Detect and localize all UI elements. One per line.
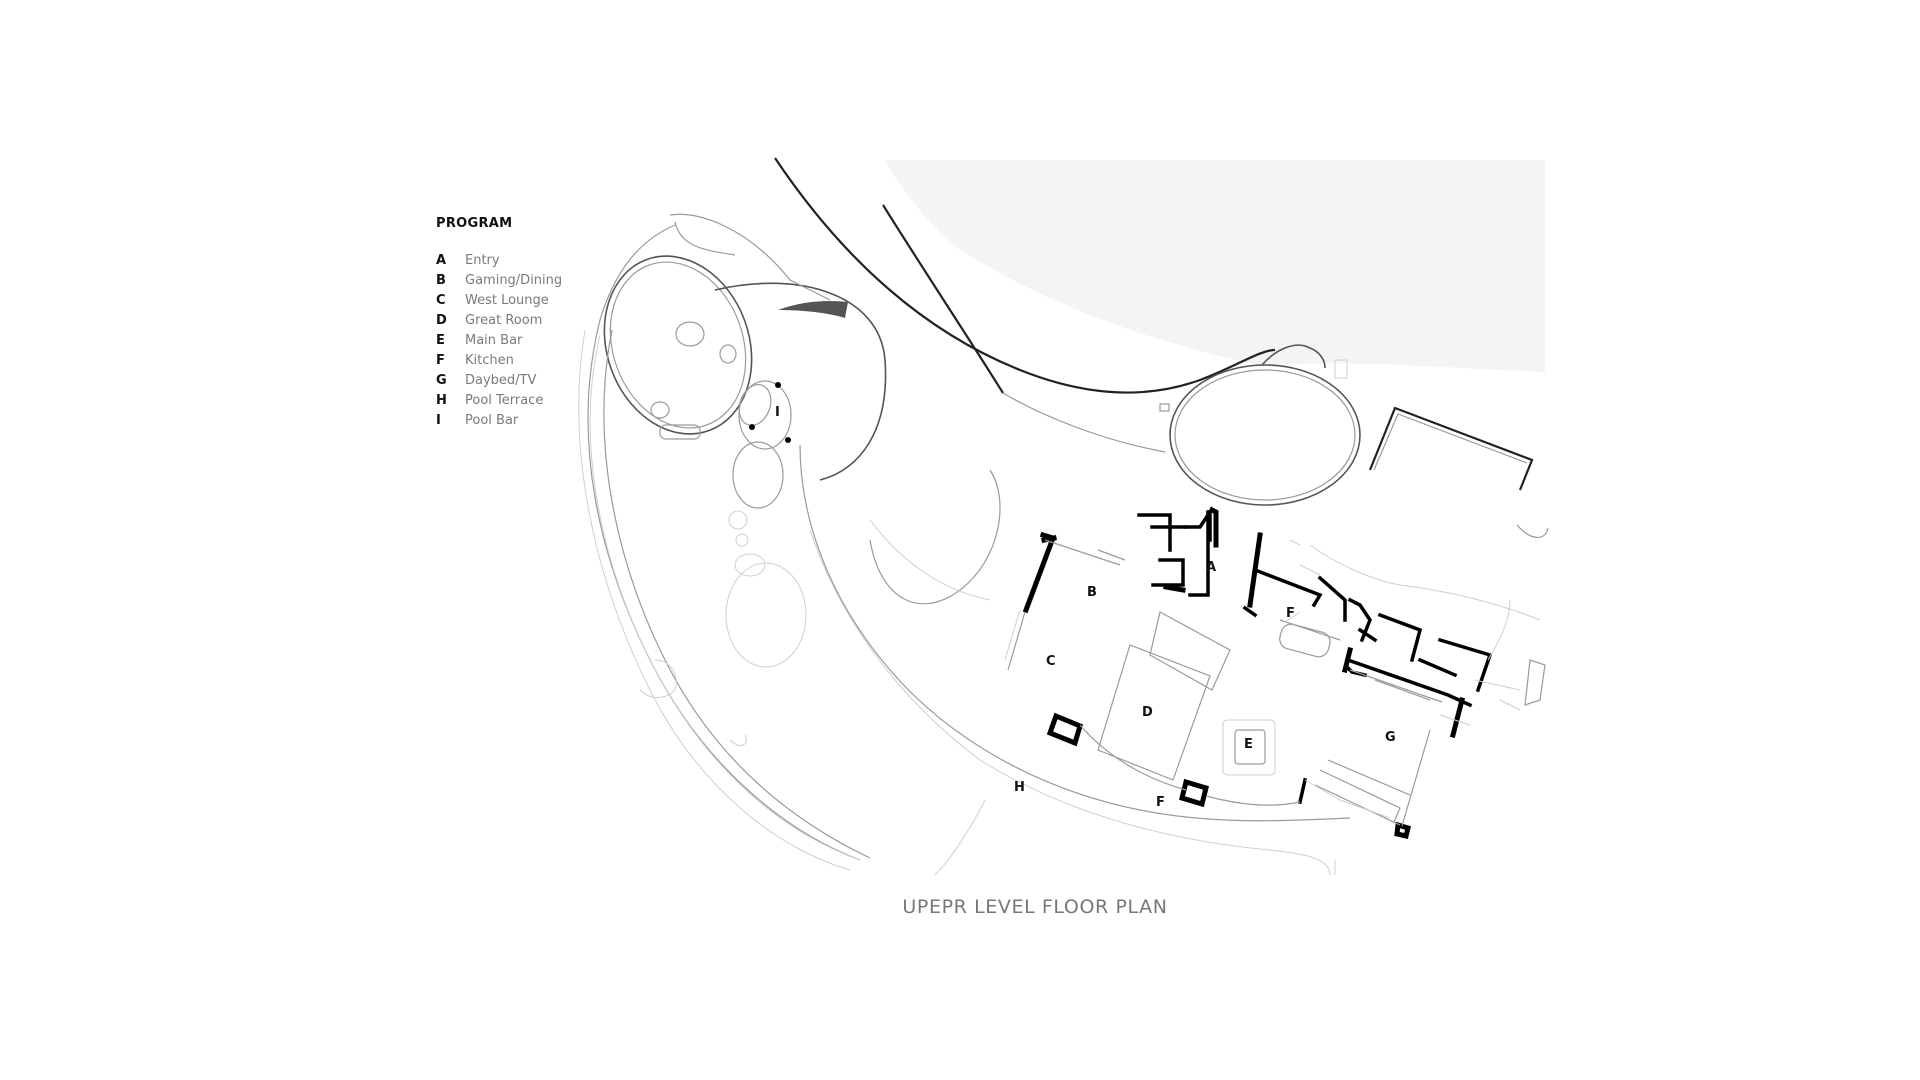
legend-title: PROGRAM bbox=[436, 216, 513, 231]
legend-letter: B bbox=[436, 272, 446, 288]
hatched-area bbox=[885, 160, 1545, 372]
legend-label: West Lounge bbox=[465, 292, 549, 308]
legend-letter: D bbox=[436, 312, 447, 328]
legend-label: Daybed/TV bbox=[465, 372, 537, 388]
legend-label: Gaming/Dining bbox=[465, 272, 563, 288]
legend-letter: G bbox=[436, 372, 447, 388]
legend-letter: E bbox=[436, 332, 445, 348]
legend-label: Main Bar bbox=[465, 332, 523, 348]
room-label-pool-bar: I bbox=[775, 405, 780, 420]
room-label-gaming-dining: B bbox=[1087, 585, 1097, 600]
legend-item-entry: A Entry bbox=[436, 250, 636, 270]
legend-label: Pool Bar bbox=[465, 412, 519, 428]
room-label-great-room: D bbox=[1142, 705, 1153, 720]
room-label-pool-terrace: H bbox=[1014, 780, 1025, 795]
legend-item-pool-bar: I Pool Bar bbox=[436, 410, 636, 430]
legend-label: Kitchen bbox=[465, 352, 514, 368]
legend-letter: F bbox=[436, 352, 445, 368]
room-label-main-bar: E bbox=[1244, 737, 1253, 752]
legend-label: Great Room bbox=[465, 312, 543, 328]
legend-item-main-bar: E Main Bar bbox=[436, 330, 636, 350]
plan-title: UPEPR LEVEL FLOOR PLAN bbox=[902, 896, 1168, 918]
legend-label: Entry bbox=[465, 252, 500, 268]
interior-lines bbox=[1004, 539, 1546, 827]
program-legend: PROGRAM A Entry B Gaming/Dining C West L… bbox=[436, 216, 636, 430]
legend-letter: A bbox=[436, 252, 447, 268]
room-label-kitchen-lower: F bbox=[1156, 795, 1165, 810]
room-label-kitchen-upper: F bbox=[1286, 606, 1295, 621]
pool-edge bbox=[589, 334, 861, 861]
room-labels: A B C D E F F G H I bbox=[775, 405, 1396, 810]
legend-item-daybed-tv: G Daybed/TV bbox=[436, 370, 636, 390]
room-label-west-lounge: C bbox=[1046, 654, 1056, 669]
west-pavilion bbox=[603, 255, 887, 668]
room-label-entry: A bbox=[1206, 560, 1216, 575]
legend-item-great-room: D Great Room bbox=[436, 310, 636, 330]
room-label-daybed-tv: G bbox=[1385, 730, 1396, 745]
driveway-walls bbox=[774, 157, 1276, 453]
legend-letter: H bbox=[436, 392, 447, 408]
legend-letter: I bbox=[436, 412, 441, 428]
legend-label: Pool Terrace bbox=[465, 392, 544, 408]
legend-item-kitchen: F Kitchen bbox=[436, 350, 636, 370]
legend-item-gaming-dining: B Gaming/Dining bbox=[436, 270, 636, 290]
auto-court bbox=[1159, 344, 1361, 506]
terrace-curves bbox=[578, 213, 1351, 876]
east-court bbox=[1368, 406, 1549, 538]
legend-item-pool-terrace: H Pool Terrace bbox=[436, 390, 636, 410]
house-walls bbox=[1022, 506, 1493, 839]
legend-letter: C bbox=[436, 292, 446, 308]
legend-item-west-lounge: C West Lounge bbox=[436, 290, 636, 310]
